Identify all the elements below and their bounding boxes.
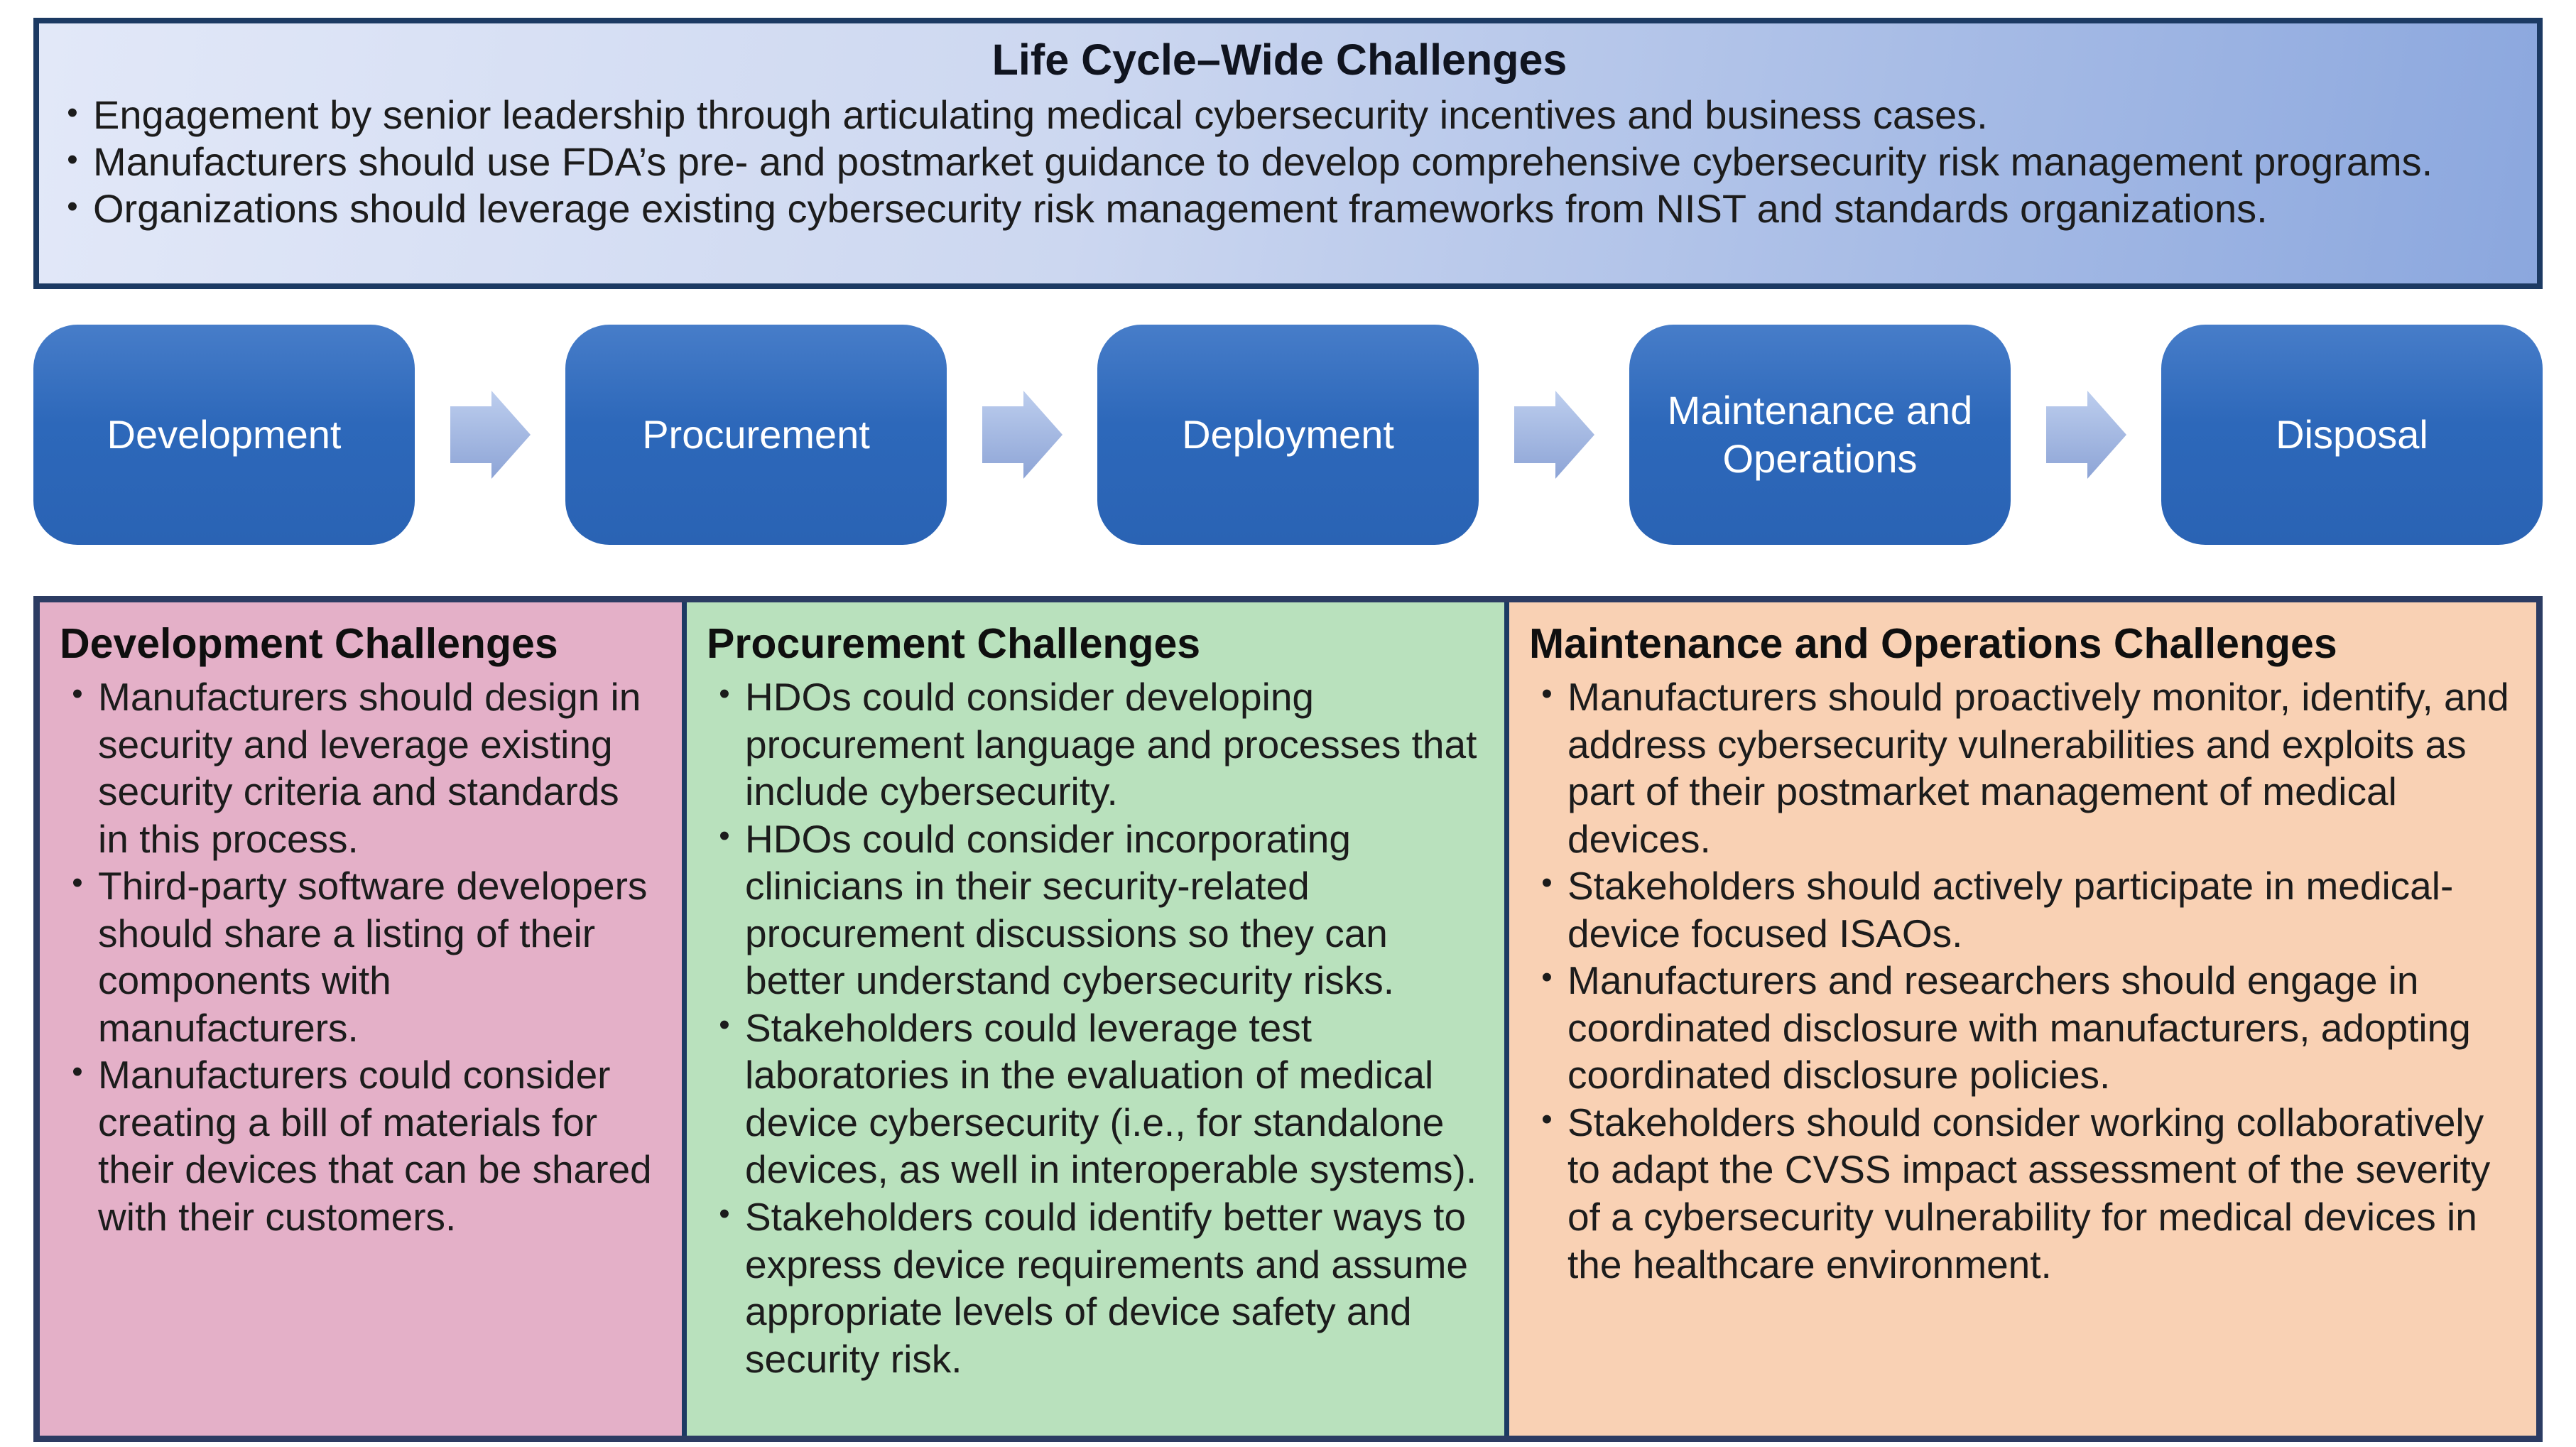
bullet-dot-icon: • xyxy=(67,142,78,178)
right-block-arrow-icon xyxy=(2045,391,2126,479)
column-maintenance-operations-challenges: Maintenance and Operations Challenges • … xyxy=(1504,602,2536,1436)
bullet-dot-icon: • xyxy=(72,676,83,711)
challenge-bullet-text: Third-party software developers should s… xyxy=(98,864,648,1050)
column-development-challenges: Development Challenges • Manufacturers s… xyxy=(40,602,682,1436)
challenges-grid: Development Challenges • Manufacturers s… xyxy=(33,596,2543,1442)
column-title: Maintenance and Operations Challenges xyxy=(1529,620,2337,667)
bullet-dot-icon: • xyxy=(67,95,78,130)
bullet-dot-icon: • xyxy=(719,676,730,711)
challenge-bullet: • Stakeholders should actively participa… xyxy=(1526,862,2512,957)
bullet-dot-icon: • xyxy=(719,1196,730,1232)
column-title: Development Challenges xyxy=(60,620,558,667)
banner-bullet-text: Engagement by senior leadership through … xyxy=(93,92,1988,137)
column-procurement-challenges: Procurement Challenges • HDOs could cons… xyxy=(682,602,1504,1436)
stage-box-procurement: Procurement xyxy=(565,325,947,545)
banner-bullet-text: Organizations should leverage existing c… xyxy=(93,186,2268,232)
stage-box-disposal: Disposal xyxy=(2161,325,2543,545)
challenge-bullet-text: Manufacturers should proactively monitor… xyxy=(1567,675,2509,861)
banner-bullet: • Engagement by senior leadership throug… xyxy=(52,92,2507,139)
bullet-dot-icon: • xyxy=(1541,960,1553,995)
challenge-bullet-text: HDOs could consider incorporating clinic… xyxy=(745,816,1394,1003)
challenge-bullet-text: Stakeholders could identify better ways … xyxy=(745,1195,1469,1381)
banner-bullet-text: Manufacturers should use FDA’s pre- and … xyxy=(93,139,2433,185)
challenge-bullet: • Stakeholders should consider working c… xyxy=(1526,1099,2512,1288)
challenge-bullet: • Manufacturers should design in securit… xyxy=(57,673,658,862)
bullet-dot-icon: • xyxy=(72,865,83,901)
challenge-bullet: • Manufacturers and researchers should e… xyxy=(1526,957,2512,1099)
stage-label: Disposal xyxy=(2276,411,2428,457)
stage-label: Procurement xyxy=(642,411,870,457)
lifecycle-wide-challenges-panel: Life Cycle–Wide Challenges • Engagement … xyxy=(33,18,2543,289)
challenge-bullet: • Manufacturers should proactively monit… xyxy=(1526,673,2512,862)
stage-box-maintenance-and-operations: Maintenance and Operations xyxy=(1629,325,2011,545)
challenge-bullet: • HDOs could consider developing procure… xyxy=(704,673,1480,815)
banner-bullet: • Manufacturers should use FDA’s pre- an… xyxy=(52,139,2507,185)
challenge-bullet-text: Stakeholders should actively participate… xyxy=(1567,864,2454,955)
bullet-dot-icon: • xyxy=(67,189,78,224)
challenge-bullet-text: Stakeholders could leverage test laborat… xyxy=(745,1005,1477,1192)
stage-box-deployment: Deployment xyxy=(1097,325,1479,545)
banner-title: Life Cycle–Wide Challenges xyxy=(991,36,1567,84)
challenge-bullet-text: HDOs could consider developing procureme… xyxy=(745,675,1477,814)
challenge-bullet: • Stakeholders could identify better way… xyxy=(704,1193,1480,1382)
challenge-bullet: • Third-party software developers should… xyxy=(57,862,658,1051)
stage-box-development: Development xyxy=(33,325,415,545)
bullet-dot-icon: • xyxy=(1541,1101,1553,1137)
challenge-bullet: • HDOs could consider incorporating clin… xyxy=(704,815,1480,1004)
bullet-dot-icon: • xyxy=(719,818,730,853)
bullet-dot-icon: • xyxy=(1541,865,1553,901)
lifecycle-flow: Development Procurement Deployment xyxy=(33,325,2543,545)
challenge-bullet-text: Manufacturers should design in security … xyxy=(98,675,641,861)
banner-bullet: • Organizations should leverage existing… xyxy=(52,185,2507,232)
challenge-bullet: • Manufacturers could consider creating … xyxy=(57,1051,658,1240)
challenge-bullet-text: Manufacturers could consider creating a … xyxy=(98,1053,652,1240)
column-title: Procurement Challenges xyxy=(707,620,1201,667)
bullet-dot-icon: • xyxy=(72,1054,83,1090)
stage-label: Development xyxy=(107,411,342,457)
bullet-dot-icon: • xyxy=(719,1007,730,1042)
stage-label: Deployment xyxy=(1182,411,1394,457)
right-block-arrow-icon xyxy=(1513,391,1594,479)
bullet-dot-icon: • xyxy=(1541,676,1553,711)
right-block-arrow-icon xyxy=(450,391,531,479)
challenge-bullet-text: Stakeholders should consider working col… xyxy=(1567,1100,2491,1286)
stage-label: Maintenance and Operations xyxy=(1667,387,1973,481)
right-block-arrow-icon xyxy=(982,391,1063,479)
challenge-bullet: • Stakeholders could leverage test labor… xyxy=(704,1004,1480,1193)
challenge-bullet-text: Manufacturers and researchers should eng… xyxy=(1567,958,2471,1098)
